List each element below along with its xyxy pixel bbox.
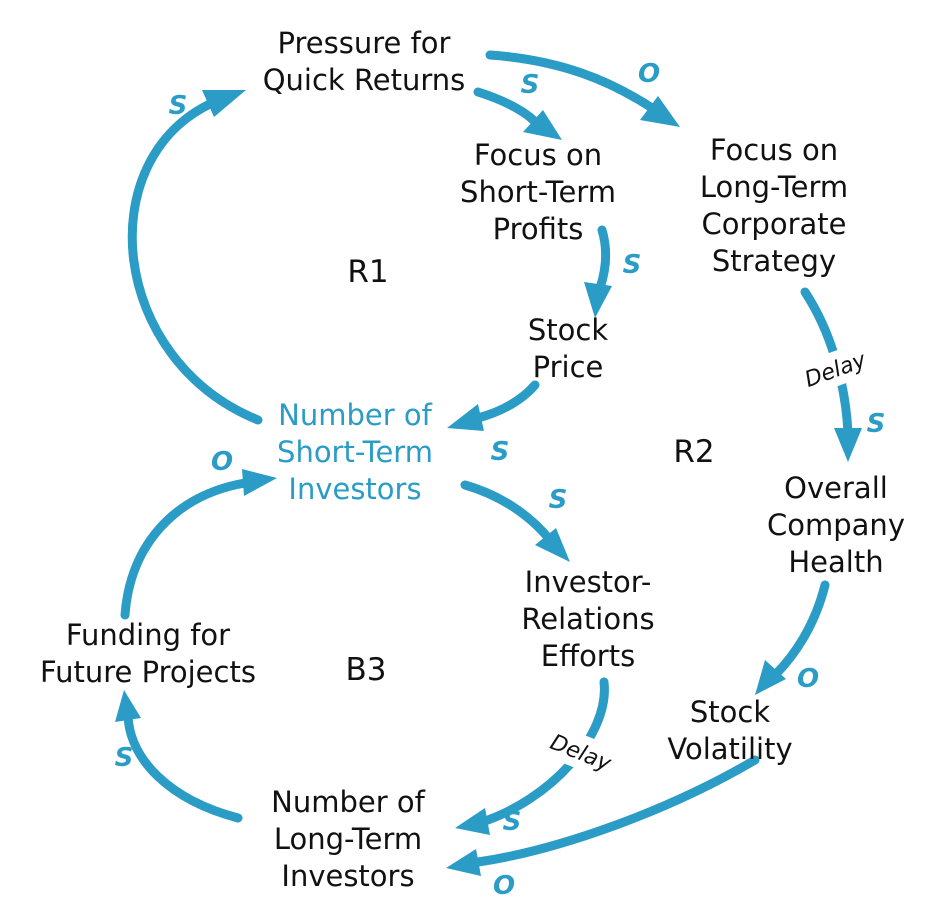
node-line: Company [767, 508, 905, 542]
node-investor-relations-efforts: Investor- Relations Efforts [521, 565, 654, 673]
node-line: Investors [288, 472, 421, 506]
node-line: Corporate [702, 207, 847, 241]
delay-label-bg [536, 720, 626, 784]
link-funding-to-shortinv [120, 469, 277, 620]
node-line: Number of [271, 785, 425, 819]
polarity-pressure-to-longfocus: O [638, 59, 660, 89]
node-line: Health [788, 545, 883, 579]
link-volatility-to-longinv [446, 755, 760, 876]
node-line: Investor- [525, 565, 652, 599]
node-number-of-long-term-investors: Number of Long-Term Investors [271, 785, 425, 893]
node-stock-price: Stock Price [528, 313, 608, 384]
loop-label-r1: R1 [347, 254, 388, 290]
polarity-shortinv-to-pressure: S [169, 91, 188, 121]
node-line: Long-Term [274, 822, 422, 856]
node-line: Focus on [474, 138, 602, 172]
node-line: Funding for [66, 618, 230, 652]
node-line: Quick Returns [263, 63, 466, 97]
node-line: Number of [278, 398, 432, 432]
link-pressure-to-shortfocus [473, 87, 562, 140]
link-health-to-volatility [755, 580, 830, 695]
polarity-health-to-volatility: O [797, 664, 819, 694]
node-line: Future Projects [40, 655, 256, 689]
node-pressure-for-quick-returns: Pressure for Quick Returns [263, 26, 466, 97]
polarity-price-to-shortinv: S [491, 437, 510, 467]
link-shortinv-to-pressure [127, 90, 263, 425]
node-number-of-short-term-investors: Number of Short-Term Investors [277, 398, 433, 506]
polarity-shortinv-to-relations: S [549, 485, 568, 515]
node-funding-for-future-projects: Funding for Future Projects [40, 618, 256, 689]
node-line: Stock [528, 313, 608, 347]
polarity-longinv-to-funding: S [115, 743, 134, 773]
node-line: Long-Term [700, 170, 848, 204]
node-line: Relations [521, 602, 654, 636]
delay-label-bg [790, 339, 880, 399]
polarity-volatility-to-longinv: O [493, 871, 515, 901]
link-price-to-shortinv [447, 380, 540, 431]
link-shortfocus-to-price [584, 225, 612, 318]
node-focus-on-long-term-corporate-strategy: Focus on Long-Term Corporate Strategy [700, 133, 848, 278]
node-line: Investors [281, 859, 414, 893]
node-line: Pressure for [278, 26, 451, 60]
node-line: Efforts [541, 639, 635, 673]
polarity-longfocus-to-health: S [867, 409, 886, 439]
link-longinv-to-funding [115, 690, 243, 823]
node-line: Price [533, 350, 604, 384]
link-pressure-to-longfocus [485, 50, 680, 127]
polarity-pressure-to-shortfocus: S [521, 70, 540, 100]
polarity-relations-to-longinv: S [503, 807, 522, 837]
node-line: Strategy [712, 244, 836, 278]
loop-label-b3: B3 [346, 652, 387, 688]
node-line: Volatility [667, 732, 792, 766]
node-line: Short-Term [277, 435, 433, 469]
node-overall-company-health: Overall Company Health [767, 471, 905, 579]
node-line: Stock [690, 695, 770, 729]
node-line: Profits [493, 212, 584, 246]
node-line: Overall [784, 471, 888, 505]
link-shortinv-to-relations [460, 480, 570, 562]
node-focus-on-short-term-profits: Focus on Short-Term Profits [460, 138, 616, 246]
polarity-funding-to-shortinv: O [211, 447, 233, 477]
node-line: Focus on [710, 133, 838, 167]
node-line: Short-Term [460, 175, 616, 209]
polarity-shortfocus-to-price: S [623, 250, 642, 280]
node-stock-volatility: Stock Volatility [667, 695, 792, 766]
loop-label-r2: R2 [673, 434, 714, 470]
